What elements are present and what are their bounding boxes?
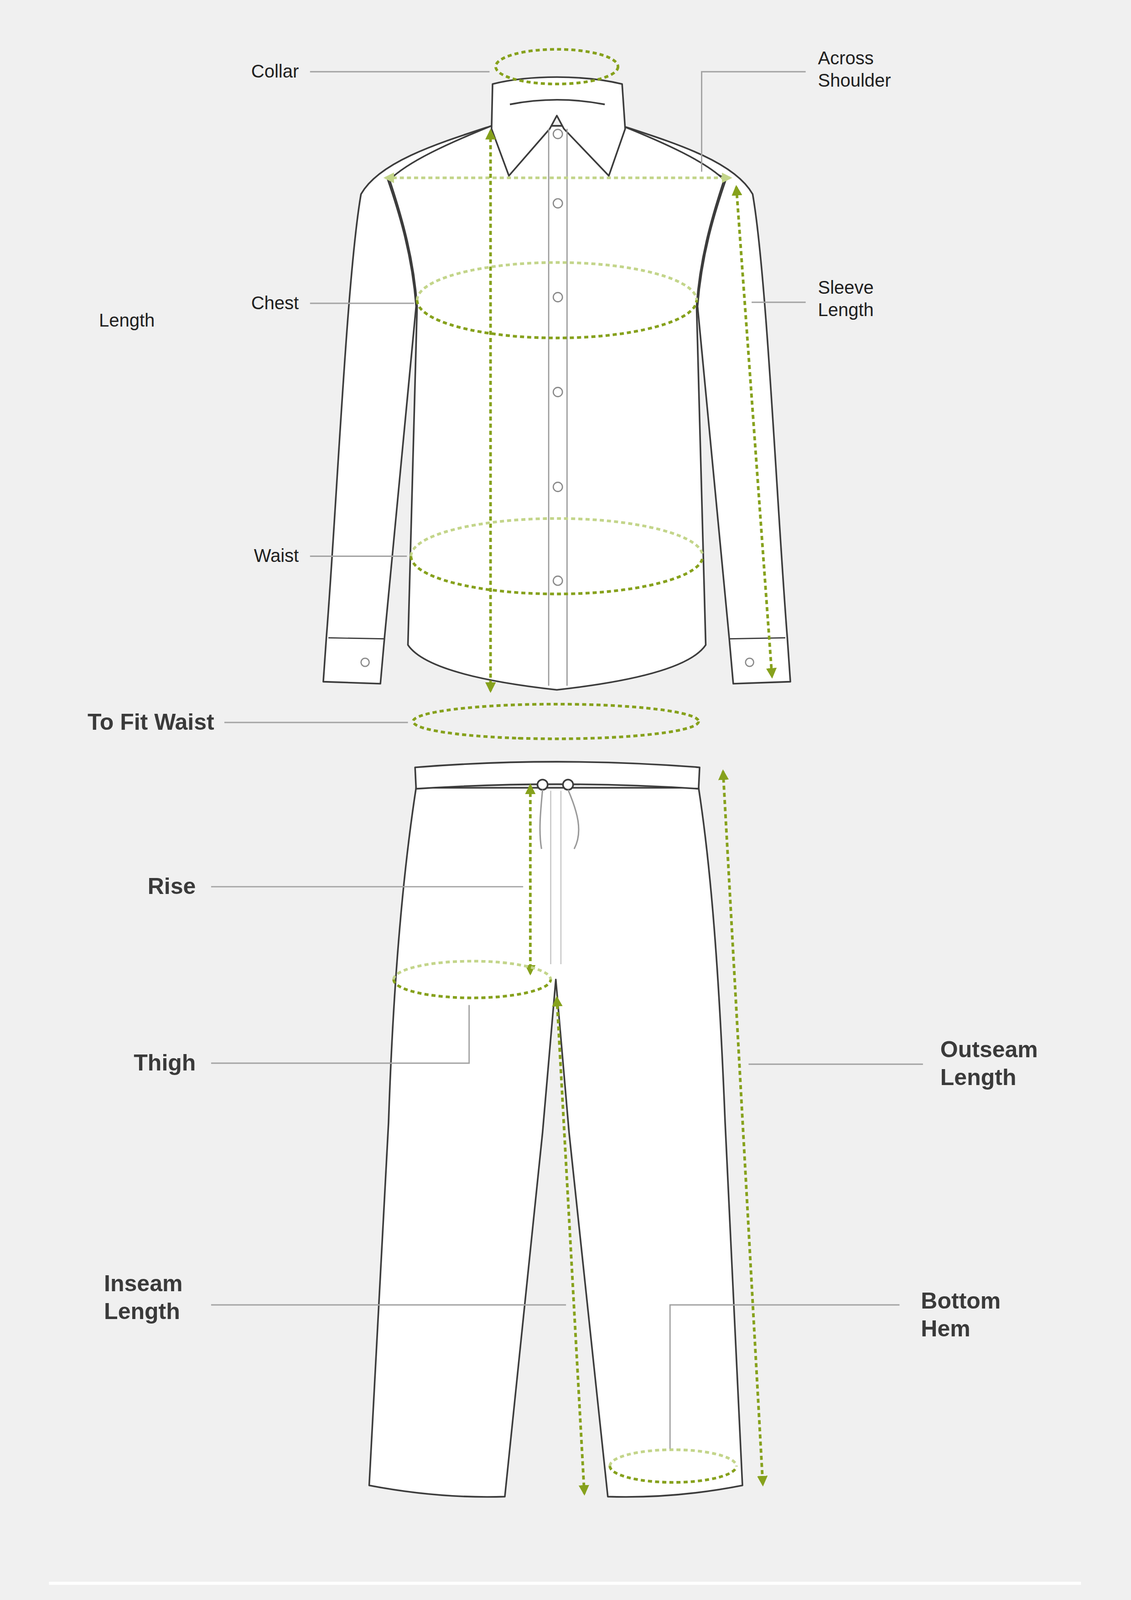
button [361,658,370,667]
fly-seam [550,790,561,965]
measurement-label: Waist [254,544,300,567]
measurement-label: To Fit Waist [87,708,215,737]
shirt-drawing [323,77,791,690]
button [553,482,563,492]
measurement-label: Bottom Hem [920,1286,1026,1343]
sleeve-length-guide [736,186,773,677]
waist-guide-front [410,556,703,595]
to-fit-waist-guide [413,704,699,739]
pants-body [369,787,743,1497]
leader-line [310,555,407,557]
outseam-guide [723,771,763,1484]
thigh-guide-back [393,960,551,980]
thigh-guide-front [393,979,551,998]
shirt-body [389,125,724,691]
measurement-label: Sleeve Length [817,276,919,322]
across-shoulder-guide [385,176,731,180]
grommet [562,779,573,790]
footer-rule [48,1581,1081,1585]
button [553,292,563,302]
bottom-hem-guide-back [609,1449,737,1466]
leader-line [751,301,806,303]
leader-line [224,721,409,724]
measurement-label: Length [98,309,155,332]
leader-lines [211,71,924,1449]
length-guide [489,130,493,691]
waistband [415,761,700,789]
leader-line [748,1063,923,1065]
drawstring [539,789,579,850]
waist-guide-back [410,518,703,557]
pants-drawing [369,761,743,1497]
button [553,387,563,397]
measurement-label: Rise [147,872,197,901]
inseam-guide [556,997,585,1494]
measurement-label: Collar [251,60,299,83]
button [553,129,563,139]
buttons [361,129,754,667]
leader-line [669,1304,900,1449]
chest-guide-front [417,300,697,338]
collar-neckline [509,99,605,105]
measurement-label: Chest [251,291,300,315]
leader-line [211,1004,470,1063]
button [553,198,563,208]
measurement-label: Inseam Length [103,1269,223,1326]
button [553,575,563,586]
bottom-hem-guide-front [609,1465,737,1483]
collar-guide [495,49,618,84]
grommet [537,779,548,790]
measurement-guides [385,49,773,1494]
cuff-seams [328,637,786,639]
rise-guide [529,785,532,974]
button [745,658,754,667]
measurement-label: Across Shoulder [817,46,919,92]
leader-line [701,71,806,172]
leader-line [211,1303,566,1306]
collar [491,77,626,176]
leader-line [211,886,524,888]
leader-line [310,71,490,73]
measurement-label: Thigh [133,1048,196,1077]
placket [548,129,567,686]
leader-line [310,302,415,304]
chest-guide-back [417,262,697,301]
measurement-label: Outseam Length [940,1035,1069,1092]
